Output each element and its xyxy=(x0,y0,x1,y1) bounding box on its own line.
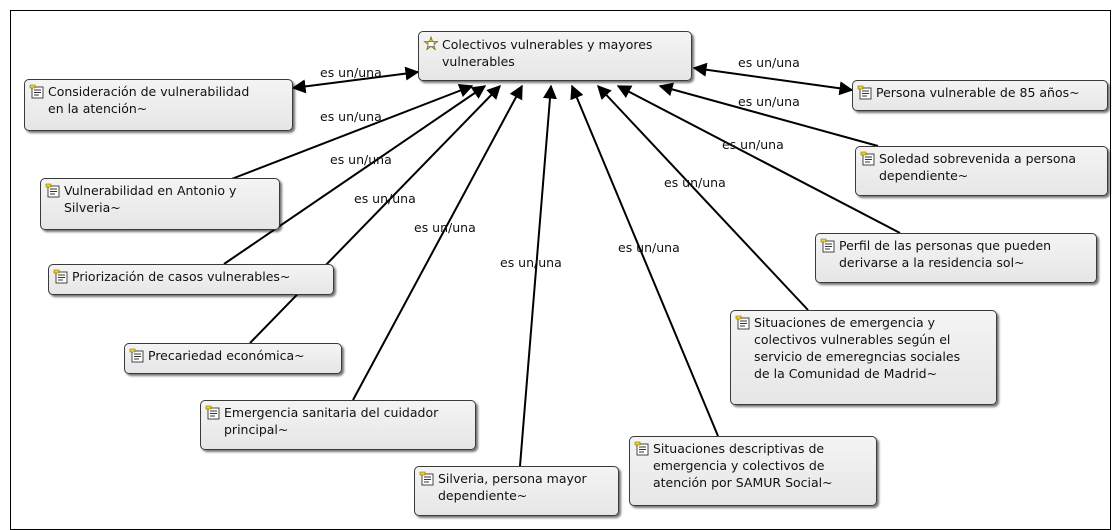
edge-persona-85[interactable] xyxy=(692,62,854,96)
code-node-situaciones-samur[interactable]: Situaciones descriptivas de emergencia y… xyxy=(629,436,877,506)
edge-label-emergencia-sanitaria: es un/una xyxy=(414,220,476,235)
edge-label-situaciones-samur: es un/una xyxy=(618,240,680,255)
code-node-label: Silveria, persona mayor dependiente~ xyxy=(438,471,587,503)
code-family-icon xyxy=(423,36,439,51)
code-node-situaciones-madrid[interactable]: Situaciones de emergencia y colectivos v… xyxy=(730,310,997,405)
edge-soledad[interactable] xyxy=(658,82,879,147)
code-node-label: Persona vulnerable de 85 años~ xyxy=(876,85,1080,100)
edge-silveria[interactable] xyxy=(519,84,557,467)
quotation-code-icon xyxy=(205,405,220,420)
edge-label-situaciones-madrid: es un/una xyxy=(664,175,726,190)
edge-perfil[interactable] xyxy=(616,85,901,234)
edge-precariedad[interactable] xyxy=(249,84,501,344)
edge-vulnerabilidad-antonio[interactable] xyxy=(228,84,474,181)
quotation-code-icon xyxy=(419,471,434,486)
edge-situaciones-madrid[interactable] xyxy=(597,84,809,311)
code-node-label: Priorización de casos vulnerables~ xyxy=(72,269,291,284)
quotation-code-icon xyxy=(29,84,44,99)
quotation-code-icon xyxy=(634,441,649,456)
edge-label-perfil: es un/una xyxy=(722,137,784,152)
edge-emergencia-sanitaria[interactable] xyxy=(352,84,523,401)
code-node-label: Precariedad económica~ xyxy=(148,348,305,363)
code-node-precariedad[interactable]: Precariedad económica~ xyxy=(124,343,342,374)
edge-consideracion[interactable] xyxy=(291,66,420,94)
edge-label-consideracion: es un/una xyxy=(320,65,382,80)
code-node-label: Perfil de las personas que pueden deriva… xyxy=(839,238,1052,270)
edge-priorizacion[interactable] xyxy=(223,85,487,265)
quotation-code-icon xyxy=(820,238,835,253)
edge-label-soledad: es un/una xyxy=(738,94,800,109)
edge-label-vulnerabilidad-antonio: es un/una xyxy=(320,109,382,124)
code-node-label: Situaciones descriptivas de emergencia y… xyxy=(653,441,833,490)
center-code-label: Colectivos vulnerables y mayores vulnera… xyxy=(442,37,653,69)
code-node-label: Consideración de vulnerabilidad en la at… xyxy=(48,84,250,116)
quotation-code-icon xyxy=(857,85,872,100)
edge-label-precariedad: es un/una xyxy=(354,191,416,206)
edge-situaciones-samur[interactable] xyxy=(570,84,719,437)
quotation-code-icon xyxy=(735,315,750,330)
code-node-silveria[interactable]: Silveria, persona mayor dependiente~ xyxy=(414,466,619,516)
quotation-code-icon xyxy=(53,269,68,284)
code-node-label: Vulnerabilidad en Antonio y Silveria~ xyxy=(64,183,237,215)
center-code-node[interactable]: Colectivos vulnerables y mayores vulnera… xyxy=(418,31,692,81)
edge-label-silveria: es un/una xyxy=(500,255,562,270)
code-node-soledad[interactable]: Soledad sobrevenida a persona dependient… xyxy=(855,146,1108,196)
code-node-label: Emergencia sanitaria del cuidador princi… xyxy=(224,405,439,437)
code-node-priorizacion[interactable]: Priorización de casos vulnerables~ xyxy=(48,264,334,295)
code-node-label: Situaciones de emergencia y colectivos v… xyxy=(754,315,961,381)
quotation-code-icon xyxy=(45,183,60,198)
edge-label-persona-85: es un/una xyxy=(738,55,800,70)
quotation-code-icon xyxy=(129,348,144,363)
code-node-persona-85[interactable]: Persona vulnerable de 85 años~ xyxy=(852,80,1108,111)
edge-label-priorizacion: es un/una xyxy=(330,152,392,167)
code-node-consideracion[interactable]: Consideración de vulnerabilidad en la at… xyxy=(24,79,293,131)
quotation-code-icon xyxy=(860,151,875,166)
code-node-perfil[interactable]: Perfil de las personas que pueden deriva… xyxy=(815,233,1097,283)
code-node-vulnerabilidad-antonio[interactable]: Vulnerabilidad en Antonio y Silveria~ xyxy=(40,178,280,230)
code-node-label: Soledad sobrevenida a persona dependient… xyxy=(879,151,1077,183)
code-node-emergencia-sanitaria[interactable]: Emergencia sanitaria del cuidador princi… xyxy=(200,400,476,450)
